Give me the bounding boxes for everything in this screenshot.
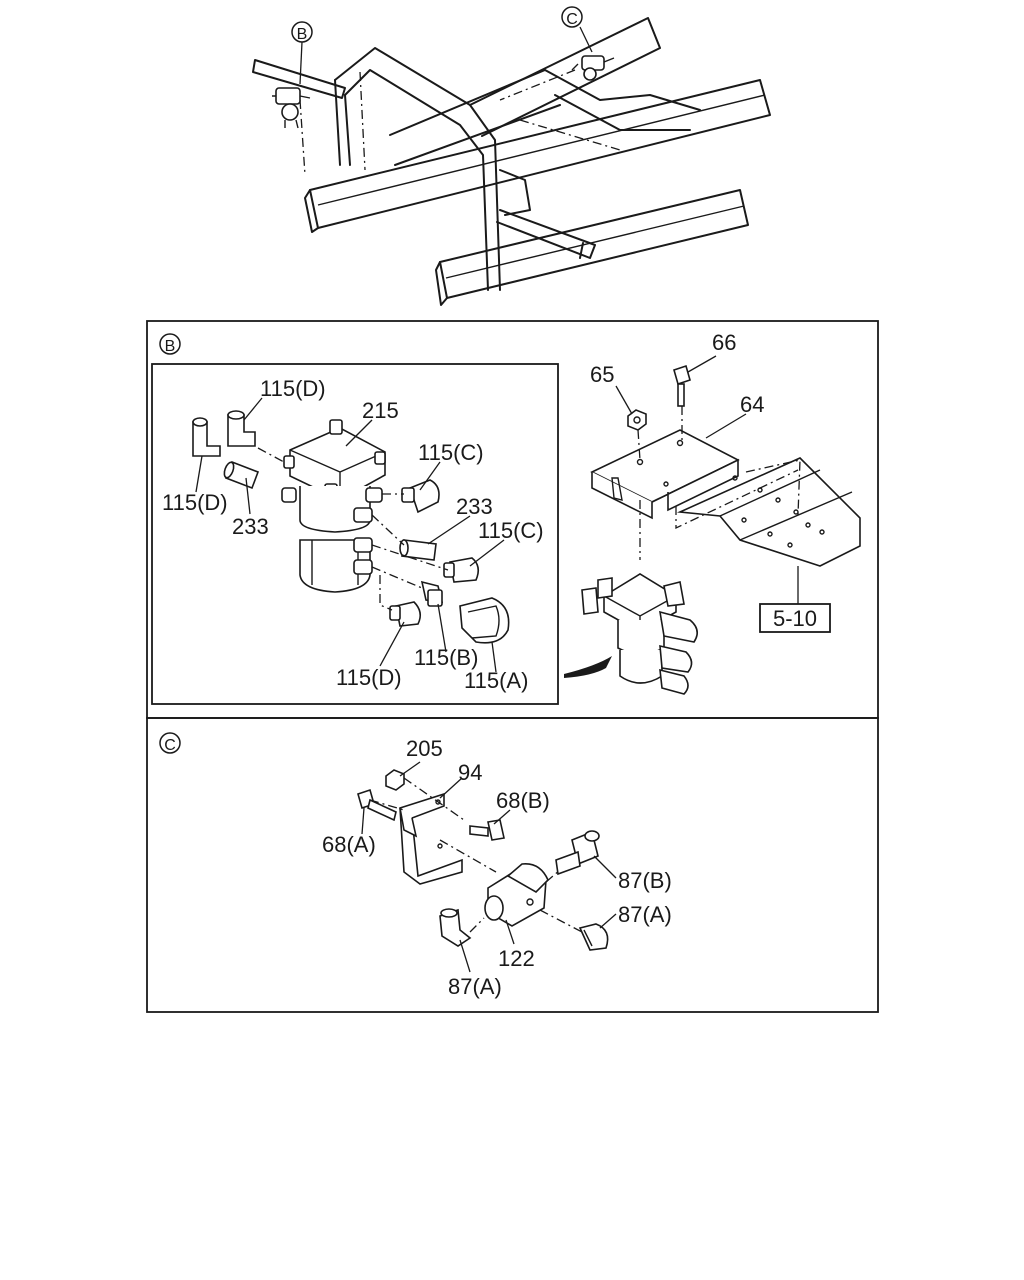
fitting-115d-bottom <box>389 601 422 627</box>
label-87a-bottom: 87(A) <box>448 974 502 999</box>
section-b-marker: B <box>165 338 176 355</box>
label-68a: 68(A) <box>322 832 376 857</box>
label-87b: 87(B) <box>618 868 672 893</box>
label-115d-top: 115(D) <box>260 376 326 401</box>
section-c-marker-circle <box>159 732 181 754</box>
section-c-marker: C <box>164 737 176 754</box>
nut-65 <box>627 409 647 431</box>
exploded-view-inset <box>151 363 559 705</box>
label-115d-left: 115(D) <box>162 490 228 515</box>
bolt-66 <box>673 364 691 407</box>
label-233-right: 233 <box>456 494 493 519</box>
callout-b-circle <box>291 21 313 43</box>
label-115a: 115(A) <box>464 668 528 693</box>
label-215: 215 <box>362 398 399 423</box>
label-115b: 115(B) <box>414 645 478 670</box>
label-66: 66 <box>712 330 736 355</box>
frame-rail-section <box>676 457 861 567</box>
elbow-87a-right <box>578 923 609 951</box>
relay-valve-b-overview <box>272 87 311 129</box>
label-94: 94 <box>458 760 482 785</box>
section-b-marker-circle <box>159 333 181 355</box>
elbow-87a-bottom <box>439 908 472 947</box>
section-c-panel: C <box>146 717 879 1013</box>
nut-205 <box>385 769 405 791</box>
bracket-64 <box>590 429 740 520</box>
callout-b-label: B <box>297 26 308 43</box>
relay-valve-assembled <box>581 573 698 695</box>
label-115d-bottom: 115(D) <box>336 665 402 690</box>
fitting-115c-top <box>401 479 440 514</box>
section-b-panel: B <box>146 320 879 719</box>
label-68b: 68(B) <box>496 788 550 813</box>
fitting-115a <box>459 597 510 644</box>
elbow-87b <box>555 830 600 876</box>
bolt-68a <box>357 788 397 822</box>
fitting-115d-tee-top <box>227 410 256 447</box>
label-115c-right: 115(C) <box>478 518 544 543</box>
ref-box-5-10 <box>759 603 831 633</box>
fitting-115b <box>420 580 444 607</box>
bracket-94 <box>399 792 463 885</box>
ref-box-label: 5-10 <box>773 606 817 631</box>
label-87a-right: 87(A) <box>618 902 672 927</box>
callout-c-circle <box>561 6 583 28</box>
double-check-valve-c-overview <box>571 55 615 81</box>
fitting-115c-right <box>443 557 480 583</box>
label-233-left: 233 <box>232 514 269 539</box>
bolt-68b <box>469 819 505 841</box>
label-65: 65 <box>590 362 614 387</box>
assembly-arrow <box>564 656 612 678</box>
label-64: 64 <box>740 392 764 417</box>
label-205: 205 <box>406 736 443 761</box>
label-122: 122 <box>498 946 535 971</box>
relay-valve-215 <box>281 419 386 593</box>
label-115c-top: 115(C) <box>418 440 484 465</box>
callout-c-label: C <box>566 11 578 28</box>
double-check-valve-122 <box>484 863 549 927</box>
chassis-frame-overview: B C <box>252 6 771 306</box>
fitting-233-left <box>223 460 260 490</box>
fitting-115d-elbow-left <box>192 417 221 457</box>
